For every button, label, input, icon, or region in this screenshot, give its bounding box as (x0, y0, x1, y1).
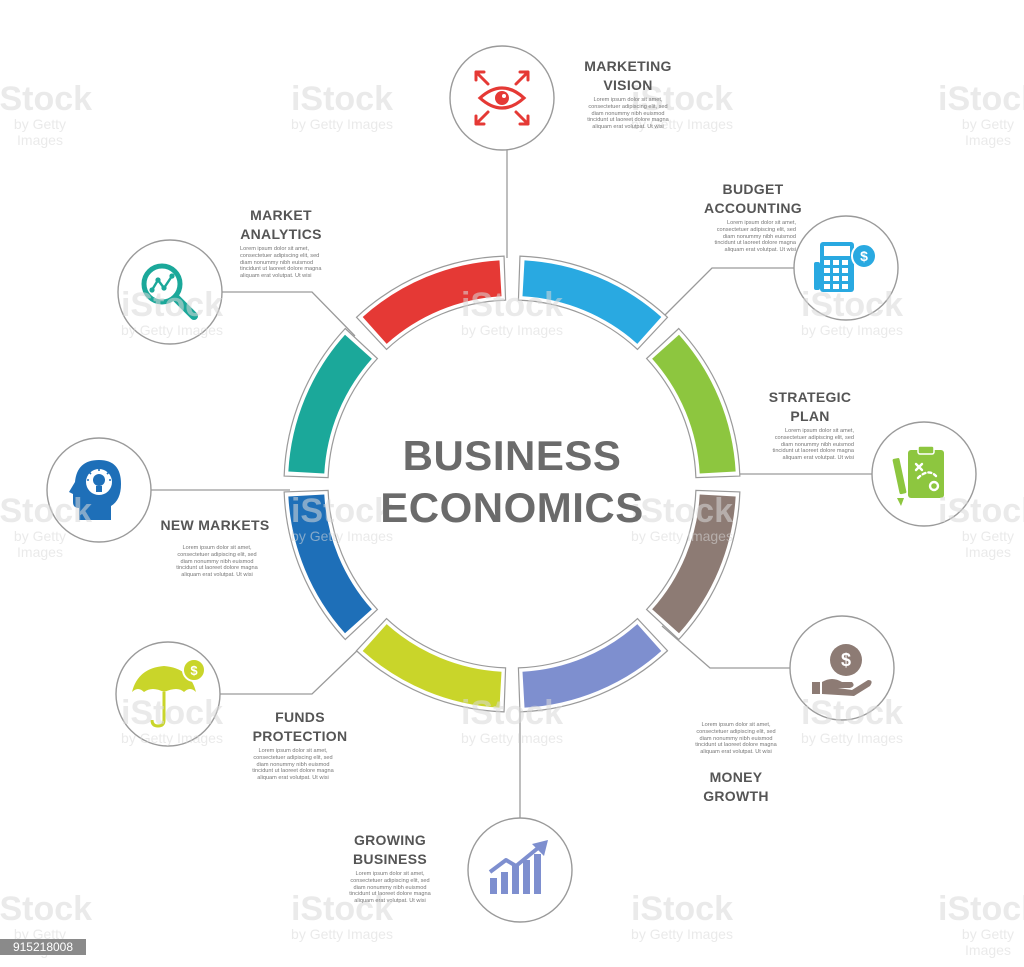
connector-market-analytics (222, 291, 356, 337)
body-text: Lorem ipsum dolor sit amet, consectetuer… (695, 722, 777, 756)
segment-funds-protection (362, 624, 502, 708)
body-text: Lorem ipsum dolor sit amet, consectetuer… (240, 246, 322, 280)
svg-text:$: $ (860, 248, 868, 264)
label-growing-business: GROWING BUSINESS Lorem ipsum dolor sit a… (344, 831, 436, 905)
circle-market-analytics (117, 239, 223, 345)
hand-coin-icon: $ (812, 644, 872, 696)
segment-marketing-vision (362, 260, 502, 344)
clipboard-plan-icon (892, 445, 944, 506)
segment-market-analytics (288, 334, 372, 474)
center-title-line2: ECONOMICS (380, 484, 644, 531)
connector-money-growth (661, 625, 790, 669)
center-title-line1: BUSINESS (402, 432, 622, 479)
segment-new-markets (288, 494, 372, 634)
body-text: Lorem ipsum dolor sit amet, consectetuer… (176, 545, 258, 579)
segment-growing-business (522, 624, 662, 708)
head-lightbulb-icon (69, 460, 121, 520)
circle-growing-business (467, 817, 573, 923)
segment-strategic-plan (652, 334, 736, 474)
label-budget-accounting: BUDGET ACCOUNTING Lorem ipsum dolor sit … (704, 181, 802, 254)
label-market-analytics: MARKET ANALYTICS Lorem ipsum dolor sit a… (232, 206, 330, 280)
label-new-markets: NEW MARKETS Lorem ipsum dolor sit amet, … (160, 517, 270, 579)
circle-funds-protection (115, 641, 221, 747)
label-funds-protection: FUNDS PROTECTION Lorem ipsum dolor sit a… (248, 708, 352, 782)
body-text: Lorem ipsum dolor sit amet, consectetuer… (349, 871, 431, 905)
body-text: Lorem ipsum dolor sit amet, consectetuer… (772, 428, 854, 462)
segment-money-growth (652, 494, 736, 634)
svg-text:$: $ (841, 650, 851, 670)
body-text: Lorem ipsum dolor sit amet, consectetuer… (587, 97, 669, 131)
label-strategic-plan: STRATEGIC PLAN Lorem ipsum dolor sit ame… (768, 389, 854, 462)
connector-lines (151, 150, 872, 818)
segment-ring (283, 255, 741, 713)
segment-budget-accounting (522, 260, 662, 344)
body-text: Lorem ipsum dolor sit amet, consectetuer… (252, 748, 334, 782)
calculator-dollar-icon: $ (814, 242, 877, 292)
label-marketing-vision: MARKETING VISION Lorem ipsum dolor sit a… (582, 57, 674, 131)
body-text: Lorem ipsum dolor sit amet, consectetuer… (714, 220, 796, 254)
magnifier-analytics-icon (141, 263, 198, 320)
label-money-growth: Lorem ipsum dolor sit amet, consectetuer… (692, 720, 780, 806)
umbrella-dollar-icon: $ (132, 658, 206, 728)
center-title: BUSINESS ECONOMICS (362, 430, 662, 534)
stock-id-badge: 915218008 (0, 939, 86, 955)
svg-text:$: $ (190, 663, 198, 678)
bar-chart-arrow-icon (488, 840, 548, 894)
connector-budget-accounting (661, 267, 795, 319)
connector-funds-protection (220, 645, 363, 695)
eye-arrows-icon (474, 70, 530, 126)
